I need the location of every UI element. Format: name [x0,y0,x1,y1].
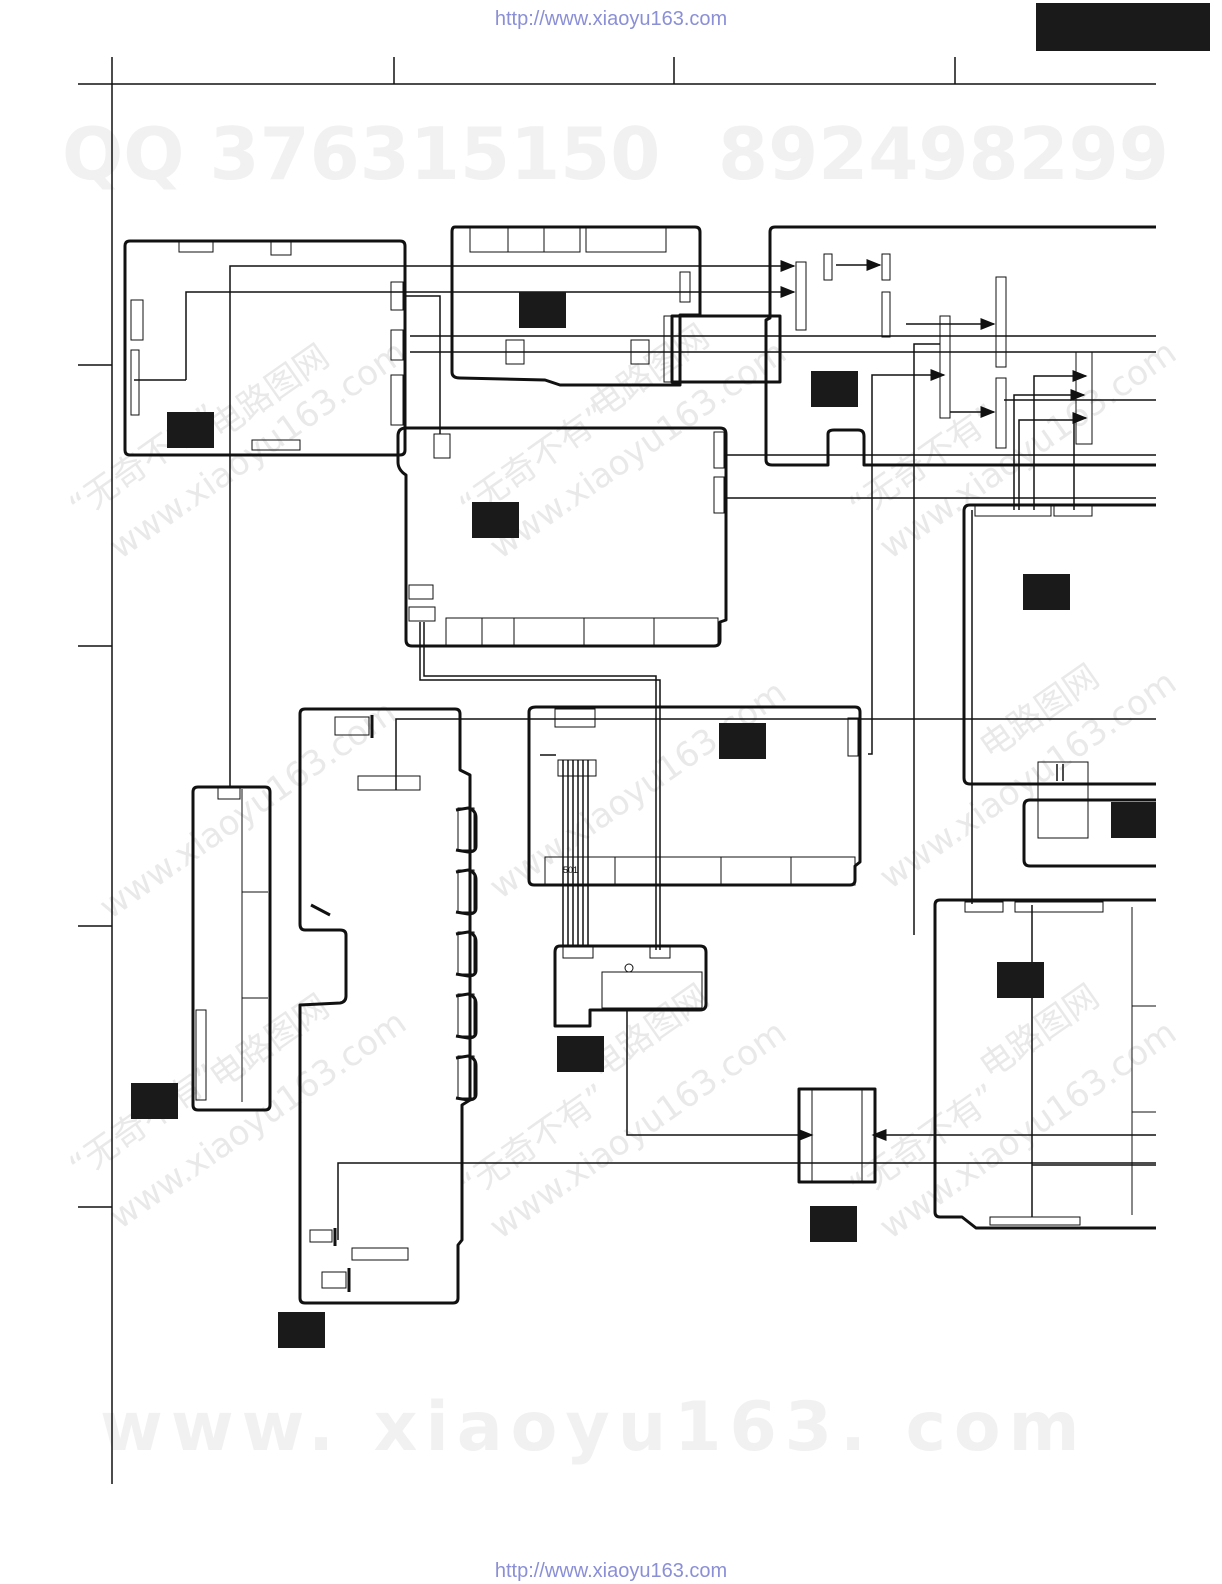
source-url-bottom[interactable]: http://www.xiaoyu163.com [494,1560,728,1582]
wire-16 [1018,419,1076,510]
wire-19 [395,718,1156,790]
source-url-top[interactable]: http://www.xiaoyu163.com [494,8,728,30]
label-block-10 [131,1083,178,1119]
connector-label-501: 501 [563,865,578,875]
label-block-4 [472,502,519,538]
board-right-middle [962,503,1156,786]
wire-13 [1013,389,1086,510]
board-top-right [764,225,1156,467]
board-right-small [1022,798,1156,868]
wire-34 [1056,764,1064,781]
wire-29 [626,1010,814,1141]
page-tab-block [1036,3,1210,51]
wire-30 [1031,905,1156,1217]
wire-32 [337,1162,1156,1240]
wire-21 [423,622,657,950]
wire-14 [1033,370,1088,510]
board-middle [396,426,728,648]
board-details [130,227,1156,1289]
label-block-1 [167,412,214,448]
label-block-6 [719,723,766,759]
label-block-12 [278,1312,325,1348]
wiring [134,259,1156,1240]
label-block-9 [557,1036,604,1072]
label-blocks [131,292,1156,1348]
label-block-2 [519,292,566,328]
watermark-qq: QQ 376315150 [62,112,661,196]
label-block-5 [1023,574,1070,610]
board-top-left [123,239,407,457]
watermark-www: www. xiaoyu163. com [100,1388,1088,1467]
wire-15 [1072,412,1088,510]
wire-20 [419,622,661,950]
label-block-8 [997,962,1044,998]
board-top-center [450,225,702,387]
label-block-3 [811,371,858,407]
wire-10 [913,343,940,935]
board-small-bottom [553,944,708,1028]
io-connectors [310,715,478,1292]
wire-1 [229,260,796,787]
wire-2 [185,286,796,380]
frame-grid [78,57,1156,1484]
board-left-strip [191,785,272,1112]
wire-9 [868,369,946,755]
label-block-11 [810,1206,857,1242]
wire-6 [404,295,441,434]
board-right-bottom [933,898,1156,1230]
label-block-7 [1111,802,1156,838]
watermark-qq-2: 892498299 [718,112,1169,196]
